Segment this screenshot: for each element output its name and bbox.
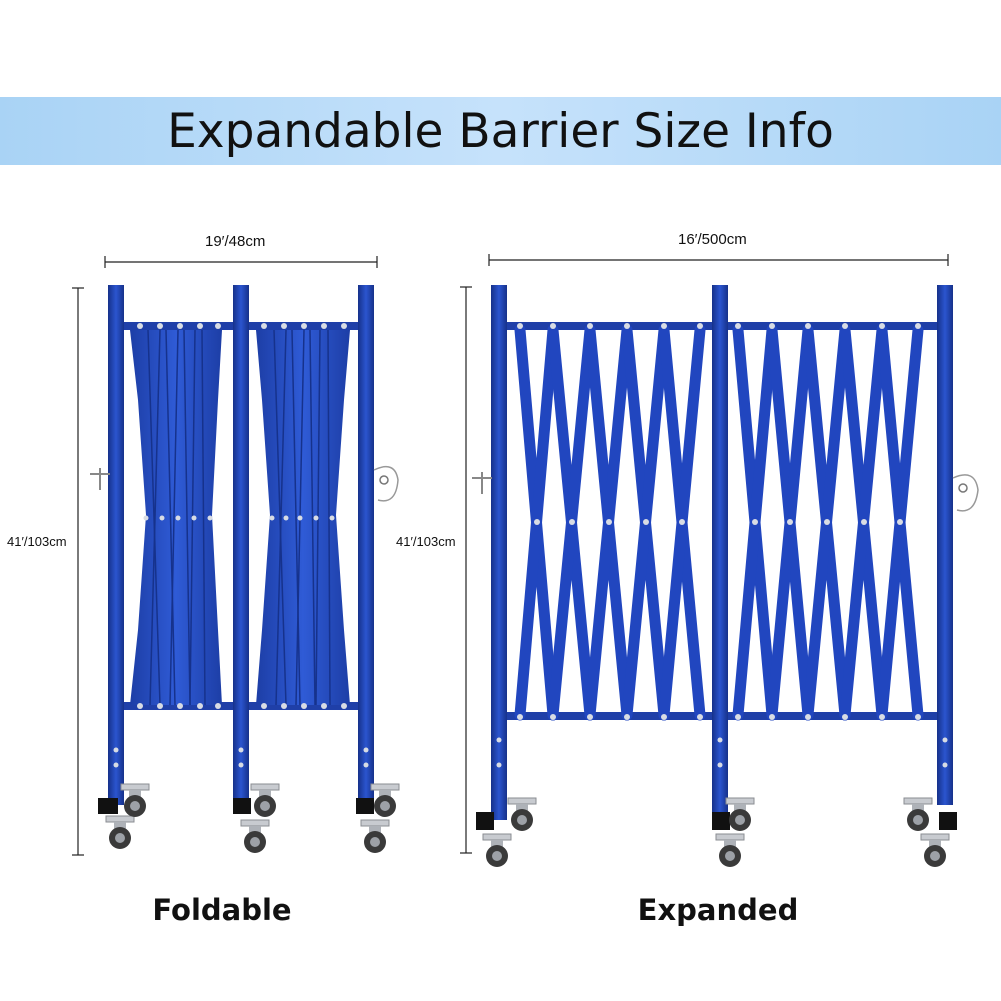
foldable-width-dimension — [104, 256, 378, 268]
foldable-width-label: 19′/48cm — [205, 233, 266, 250]
expanded-height-dimension — [460, 286, 472, 854]
expanded-width-label: 16′/500cm — [678, 231, 747, 248]
foldable-barrier — [90, 285, 400, 854]
expanded-width-dimension — [488, 254, 949, 266]
foldable-height-dimension — [72, 287, 84, 856]
expanded-height-label: 41′/103cm — [396, 534, 456, 549]
foldable-height-label: 41′/103cm — [7, 534, 67, 549]
expanded-barrier — [472, 285, 979, 868]
expanded-caption: Expanded — [637, 893, 799, 927]
page-title: Expandable Barrier Size Info — [167, 103, 834, 159]
title-banner — [0, 97, 1001, 165]
foldable-caption: Foldable — [152, 893, 292, 927]
